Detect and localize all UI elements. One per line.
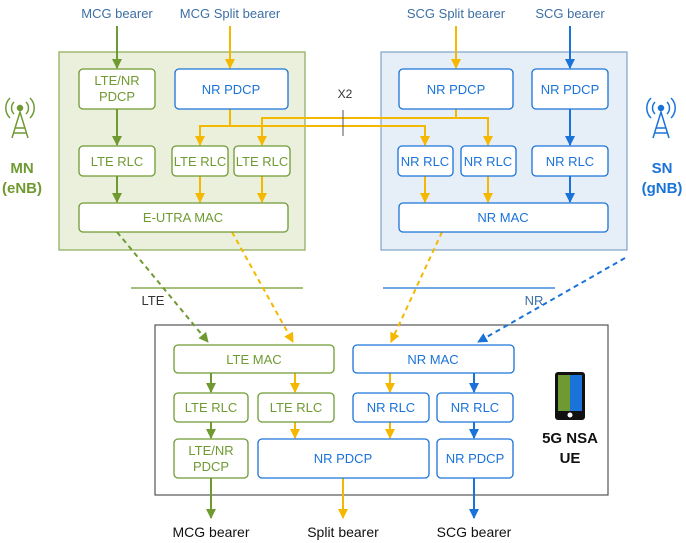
split-sn-pdcp-to-rlcs: [455, 109, 493, 146]
sn-nr-pdcp-box: NR PDCP: [531, 68, 609, 110]
antenna-icon: [646, 97, 676, 139]
mn-nr-pdcp-box: NR PDCP: [174, 68, 289, 110]
svg-text:LTE RLC: LTE RLC: [174, 154, 227, 169]
svg-text:NR RLC: NR RLC: [464, 154, 512, 169]
ue-nr-rlc-1-box: NR RLC: [352, 392, 430, 423]
split-sn-pdcp-to-mn-rlc: [257, 117, 456, 146]
dashed-gnb-to-ue-nr-mac: [477, 257, 626, 343]
svg-text:LTE/NR: LTE/NR: [188, 443, 233, 458]
mn-lte-rlc-2-box: LTE RLC: [171, 145, 229, 177]
top-label-scg-split-bearer: SCG Split bearer: [407, 6, 506, 21]
sn-nr-rlc-3-box: NR RLC: [531, 145, 609, 177]
sn-nr-rlc-1-box: NR RLC: [397, 145, 454, 177]
sn-nr-pdcp-split-box: NR PDCP: [398, 68, 514, 110]
ue-lte-rlc-2-box: LTE RLC: [257, 392, 335, 423]
svg-text:NR PDCP: NR PDCP: [446, 451, 505, 466]
dashed-enb-to-ue-lte-mac: [116, 231, 209, 343]
svg-text:NR PDCP: NR PDCP: [314, 451, 373, 466]
svg-text:NR RLC: NR RLC: [546, 154, 594, 169]
svg-text:LTE RLC: LTE RLC: [185, 400, 238, 415]
lte-air-label: LTE: [142, 293, 165, 308]
bottom-label-mcg-bearer: MCG bearer: [172, 524, 249, 540]
ue-label-line2: UE: [560, 450, 581, 467]
mn-sublabel: (eNB): [2, 180, 42, 197]
svg-text:NR PDCP: NR PDCP: [541, 82, 600, 97]
svg-text:NR PDCP: NR PDCP: [427, 82, 486, 97]
mn-lte-nr-pdcp-box: LTE/NR PDCP: [78, 68, 156, 110]
dashed-gnb-to-ue-nr-mac-split: [390, 231, 443, 343]
ue-label-line1: 5G NSA: [542, 430, 598, 447]
mn-label: MN: [10, 160, 33, 177]
split-mn-pdcp-to-rlcs: [195, 109, 231, 146]
sn-label: SN: [652, 160, 673, 177]
mn-lte-rlc-1-box: LTE RLC: [78, 145, 156, 177]
nr-air-label: NR: [525, 293, 544, 308]
x2-label: X2: [338, 87, 353, 101]
ue-lte-nr-pdcp-box: LTE/NR PDCP: [173, 438, 249, 479]
ue-nr-pdcp-split-box: NR PDCP: [257, 438, 430, 479]
svg-text:LTE RLC: LTE RLC: [91, 154, 144, 169]
bottom-label-scg-bearer: SCG bearer: [437, 524, 512, 540]
svg-text:PDCP: PDCP: [193, 459, 229, 474]
ue-nr-pdcp-box: NR PDCP: [436, 438, 514, 479]
svg-text:LTE/NR: LTE/NR: [94, 73, 139, 88]
top-label-mcg-bearer: MCG bearer: [81, 6, 153, 21]
phone-icon: [555, 372, 585, 420]
svg-text:LTE RLC: LTE RLC: [270, 400, 323, 415]
antenna-icon: [5, 97, 35, 139]
svg-text:NR MAC: NR MAC: [407, 352, 458, 367]
ue-nr-rlc-2-box: NR RLC: [436, 392, 514, 423]
svg-text:NR MAC: NR MAC: [477, 210, 528, 225]
ue-lte-rlc-1-box: LTE RLC: [173, 392, 249, 423]
svg-text:NR RLC: NR RLC: [367, 400, 415, 415]
sn-nr-rlc-2-box: NR RLC: [460, 145, 517, 177]
svg-text:NR PDCP: NR PDCP: [202, 82, 261, 97]
svg-text:LTE RLC: LTE RLC: [236, 154, 289, 169]
ue-nr-mac-box: NR MAC: [352, 344, 515, 374]
top-label-scg-bearer: SCG bearer: [535, 6, 605, 21]
svg-text:NR RLC: NR RLC: [401, 154, 449, 169]
dashed-enb-to-ue-lte-mac-split: [231, 231, 294, 343]
sn-nr-mac-box: NR MAC: [398, 202, 609, 233]
svg-text:PDCP: PDCP: [99, 89, 135, 104]
svg-text:LTE MAC: LTE MAC: [226, 352, 281, 367]
sn-sublabel: (gNB): [642, 180, 683, 197]
split-mn-pdcp-to-sn-rlc: [230, 125, 430, 146]
top-label-mcg-split-bearer: MCG Split bearer: [180, 6, 281, 21]
mn-e-utra-mac-box: E-UTRA MAC: [78, 202, 289, 233]
svg-text:NR RLC: NR RLC: [451, 400, 499, 415]
svg-text:E-UTRA MAC: E-UTRA MAC: [143, 210, 223, 225]
mn-lte-rlc-3-box: LTE RLC: [233, 145, 291, 177]
bottom-label-split-bearer: Split bearer: [307, 524, 379, 540]
ue-lte-mac-box: LTE MAC: [173, 344, 335, 374]
